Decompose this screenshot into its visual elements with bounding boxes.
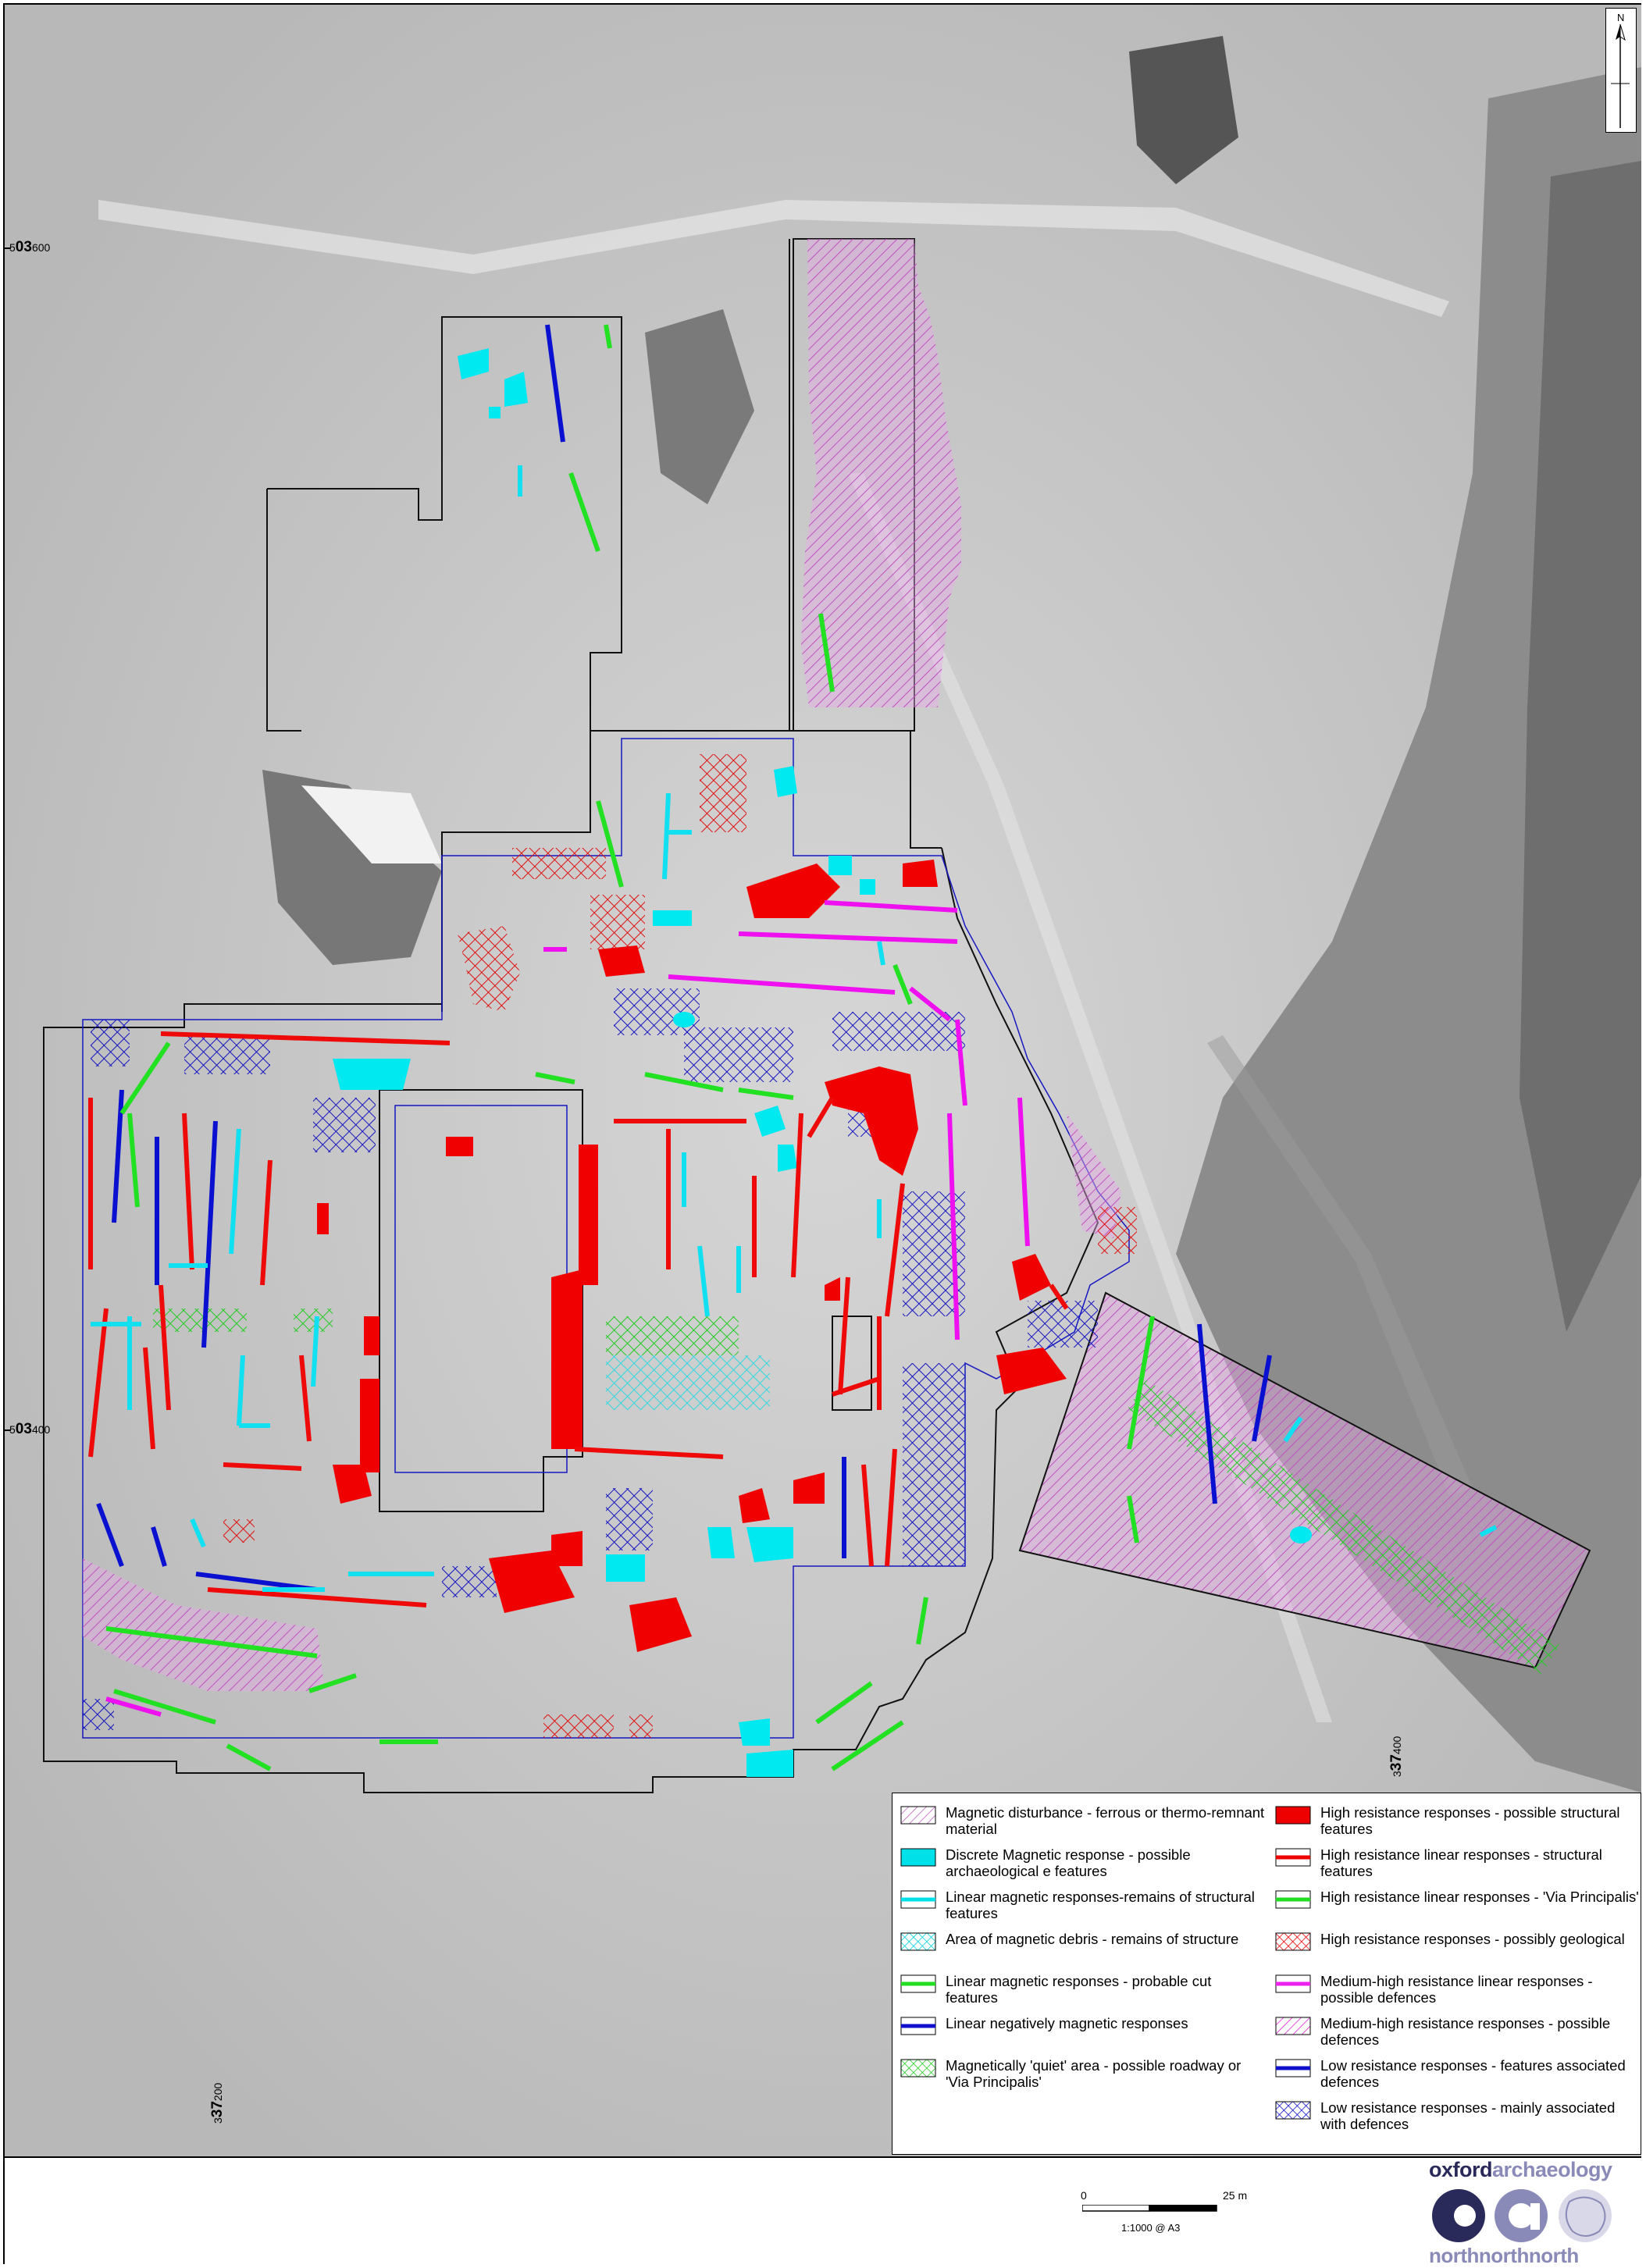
legend-item-label: High resistance responses - possible str… [1320, 1804, 1620, 1837]
north-label: N [1617, 12, 1625, 23]
map-legend: Magnetic disturbance - ferrous or thermo… [892, 1793, 1641, 2155]
legend-swatch-line [1275, 1848, 1311, 1867]
legend-column-left: Magnetic disturbance - ferrous or thermo… [900, 1804, 1267, 2099]
legend-swatch-cross [900, 1932, 936, 1951]
legend-swatch-hatch [1275, 2017, 1311, 2035]
oxford-archaeology-logo-icon [1432, 2189, 1612, 2242]
legend-item: Magnetic disturbance - ferrous or thermo… [900, 1804, 1267, 1846]
geological-areas [223, 754, 1137, 1738]
legend-item-label: High resistance linear responses - struc… [1320, 1846, 1602, 1879]
linear-features [88, 324, 1498, 1771]
legend-item: Medium-high resistance responses - possi… [1275, 2015, 1642, 2057]
legend-item-label: High resistance responses - possibly geo… [1320, 1931, 1625, 1947]
legend-item-label: High resistance linear responses - 'Via … [1320, 1889, 1639, 1905]
legend-swatch-line [900, 2017, 936, 2035]
legend-item: Linear negatively magnetic responses [900, 2015, 1267, 2057]
logo-wordmark: oxfordarchaeology [1429, 2158, 1612, 2181]
legend-item: Magnetically 'quiet' area - possible roa… [900, 2057, 1267, 2099]
legend-swatch-line [1275, 1974, 1311, 1993]
legend-item: High resistance responses - possible str… [1275, 1804, 1642, 1846]
grid-label-northing-400: 503400 [9, 1421, 51, 1437]
legend-item: High resistance linear responses - 'Via … [1275, 1889, 1642, 1931]
legend-item: High resistance linear responses - struc… [1275, 1846, 1642, 1889]
legend-item: Linear magnetic responses - probable cut… [900, 1973, 1267, 2015]
legend-item-label: Magnetically 'quiet' area - possible roa… [946, 2057, 1242, 2090]
legend-item: Low resistance responses - features asso… [1275, 2057, 1642, 2099]
legend-swatch-hatch [900, 1806, 936, 1825]
discrete-magnetic-responses [333, 348, 1312, 1777]
legend-column-right: High resistance responses - possible str… [1275, 1804, 1642, 2142]
legend-item: Discrete Magnetic response - possible ar… [900, 1846, 1267, 1889]
legend-swatch-line [1275, 1890, 1311, 1909]
high-resistance-features [317, 860, 1067, 1652]
legend-item: Low resistance responses - mainly associ… [1275, 2099, 1642, 2142]
legend-item-label: Linear negatively magnetic responses [946, 2015, 1188, 2031]
legend-item: Linear magnetic responses-remains of str… [900, 1889, 1267, 1931]
scale-zero-label: 0 [1081, 2189, 1087, 2202]
grid-label-easting-200: 337200 [209, 2082, 226, 2124]
legend-item-label: Area of magnetic debris - remains of str… [946, 1931, 1239, 1947]
grid-label-easting-400: 337400 [1388, 1736, 1405, 1777]
legend-swatch-cross [900, 2059, 936, 2078]
legend-item-label: Linear magnetic responses - probable cut… [946, 1973, 1212, 2006]
legend-item: Area of magnetic debris - remains of str… [900, 1931, 1267, 1973]
legend-item-label: Magnetic disturbance - ferrous or thermo… [946, 1804, 1265, 1837]
legend-item-label: Low resistance responses - mainly associ… [1320, 2099, 1616, 2132]
grid-label-northing-600: 503600 [9, 239, 51, 255]
low-resistance-areas [83, 988, 1098, 1730]
legend-swatch-line [1275, 2059, 1311, 2078]
north-arrow-icon [1611, 23, 1630, 128]
north-arrow: N [1605, 8, 1637, 133]
logo-subtitle: northnorthnorth [1429, 2244, 1579, 2267]
legend-swatch-line [900, 1974, 936, 1993]
legend-item-label: Linear magnetic responses-remains of str… [946, 1889, 1255, 1921]
scale-end-label: 25 m [1223, 2189, 1248, 2202]
legend-swatch-line [900, 1890, 936, 1909]
legend-item: Medium-high resistance linear responses … [1275, 1973, 1642, 2015]
legend-item-label: Discrete Magnetic response - possible ar… [946, 1846, 1191, 1879]
legend-swatch-cross [1275, 1932, 1311, 1951]
footer [5, 2156, 1641, 2266]
legend-swatch-fill [900, 1848, 936, 1867]
scale-ratio-label: 1:1000 @ A3 [1121, 2222, 1181, 2234]
legend-item: High resistance responses - possibly geo… [1275, 1931, 1642, 1973]
legend-item-label: Low resistance responses - features asso… [1320, 2057, 1626, 2090]
legend-item-label: Medium-high resistance responses - possi… [1320, 2015, 1611, 2048]
legend-item-label: Medium-high resistance linear responses … [1320, 1973, 1593, 2006]
legend-swatch-fill [1275, 1806, 1311, 1825]
legend-swatch-cross [1275, 2101, 1311, 2120]
scale-bar [1082, 2205, 1217, 2212]
